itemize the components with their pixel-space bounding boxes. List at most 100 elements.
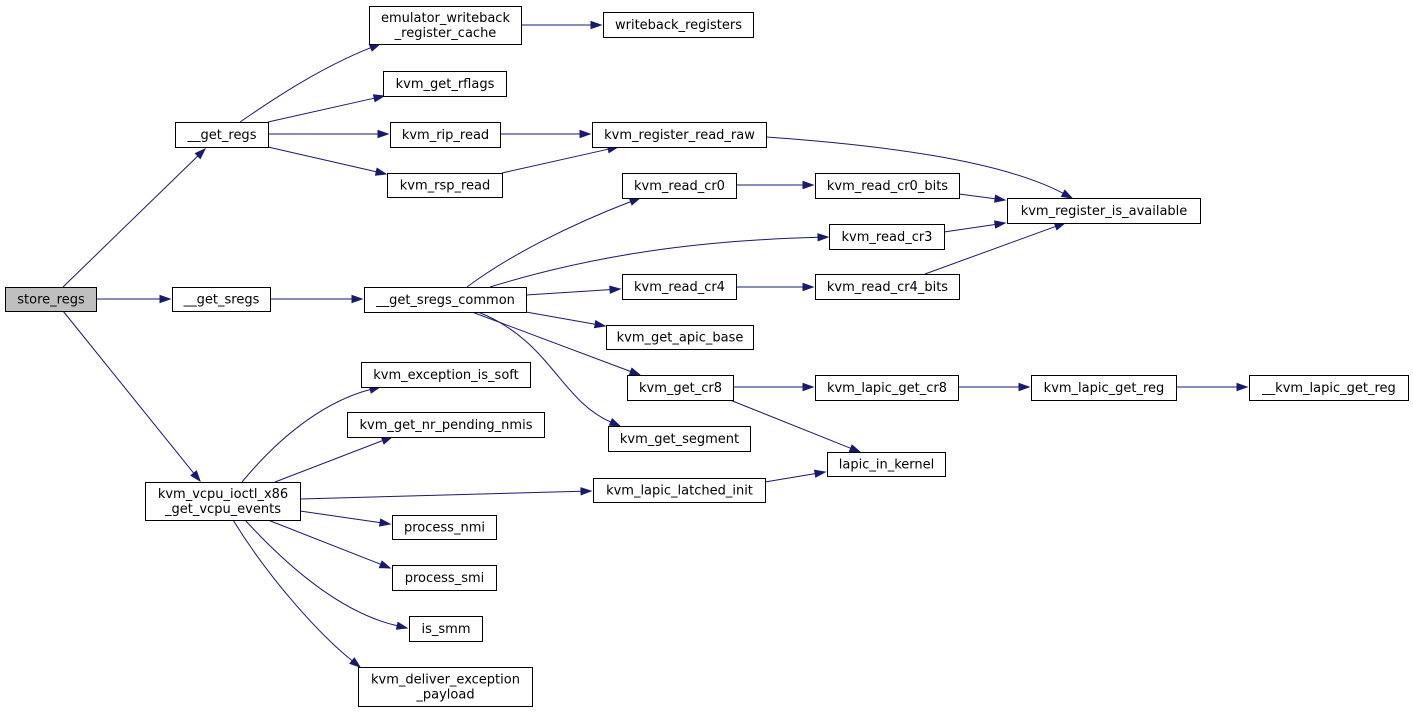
node-box[interactable] <box>829 224 945 250</box>
node-emulator-writeback-register-cache[interactable]: emulator_writeback_register_cache <box>369 6 522 45</box>
node-box[interactable] <box>5 287 97 312</box>
node-box[interactable] <box>603 12 754 38</box>
node-kvm-vcpu-ioctl-x86-get-vcpu-events[interactable]: kvm_vcpu_ioctl_x86_get_vcpu_events <box>145 482 301 521</box>
node-lapic-in-kernel[interactable]: lapic_in_kernel <box>827 452 946 477</box>
edge-arrowhead <box>817 233 830 242</box>
node-kvm-register-is-available[interactable]: kvm_register_is_available <box>1007 198 1201 224</box>
node-box[interactable] <box>608 426 751 452</box>
node-box[interactable] <box>347 412 545 438</box>
edge-line <box>267 519 381 565</box>
edge-line <box>274 440 383 483</box>
node-get-sregs[interactable]: __get_sregs <box>172 287 271 312</box>
node-box[interactable] <box>827 452 946 477</box>
node-label: lapic_in_kernel <box>839 458 934 473</box>
edge-arrowhead <box>813 469 827 478</box>
node-box[interactable] <box>358 667 533 707</box>
edge-arrowhead <box>802 282 815 292</box>
node-box[interactable] <box>606 325 754 350</box>
node-box[interactable] <box>622 173 737 199</box>
node-kvm-read-cr3[interactable]: kvm_read_cr3 <box>829 224 945 250</box>
edge-kvm_rsp_read-to-kvm_register_read_raw <box>501 145 620 174</box>
edge-arrowhead <box>579 129 592 139</box>
node-box[interactable] <box>593 478 766 503</box>
node-box[interactable] <box>383 71 507 97</box>
node-kvm-register-read-raw[interactable]: kvm_register_read_raw <box>592 122 767 148</box>
node-kvm-get-nr-pending-nmis[interactable]: kvm_get_nr_pending_nmis <box>347 412 545 438</box>
edge-kvm_vcpu_ioctl_x86_get_vcpu_events-to-is_smm <box>244 519 409 630</box>
node-box[interactable] <box>592 122 767 148</box>
node-box[interactable] <box>392 515 497 540</box>
node-box[interactable] <box>815 274 960 300</box>
node-box[interactable] <box>627 375 734 401</box>
edge-arrowhead <box>194 147 207 160</box>
node-box[interactable] <box>387 173 503 198</box>
node-kvm-read-cr0[interactable]: kvm_read_cr0 <box>622 173 737 199</box>
node-label: kvm_lapic_get_cr8 <box>827 381 947 396</box>
node-box[interactable] <box>1249 375 1409 401</box>
edge-line <box>244 519 398 627</box>
node-kvm-read-cr0-bits[interactable]: kvm_read_cr0_bits <box>815 173 960 199</box>
node-box[interactable] <box>815 375 959 401</box>
node-kvm-rsp-read[interactable]: kvm_rsp_read <box>387 173 503 198</box>
node-kvm-lapic-get-cr8[interactable]: kvm_lapic_get_cr8 <box>815 375 959 401</box>
node-process-smi[interactable]: process_smi <box>392 565 497 591</box>
node-kvm-lapic-get-reg[interactable]: kvm_lapic_get_reg <box>1031 375 1177 401</box>
edge-kvm_lapic_latched_init-to-lapic_in_kernel <box>764 469 827 483</box>
node-box[interactable] <box>390 122 501 148</box>
edge-line <box>267 97 375 123</box>
edge-arrowhead <box>1018 382 1031 392</box>
edge-line <box>299 490 582 500</box>
edge-arrowhead <box>994 194 1007 203</box>
node-kvm-rip-read[interactable]: kvm_rip_read <box>390 122 501 148</box>
edge-arrowhead <box>590 20 603 30</box>
node-box[interactable] <box>175 122 269 148</box>
node-kvm-read-cr4[interactable]: kvm_read_cr4 <box>622 274 737 300</box>
edge-arrowhead <box>374 167 388 176</box>
node-box[interactable] <box>364 287 527 313</box>
node-get-regs[interactable]: __get_regs <box>175 122 269 148</box>
node-box[interactable] <box>815 173 960 199</box>
node-store-regs[interactable]: store_regs <box>5 287 97 312</box>
node-label: kvm_get_rflags <box>396 77 495 92</box>
edge-arrowhead <box>378 560 392 569</box>
edge-arrowhead <box>609 285 622 294</box>
edges-layer <box>62 20 1249 668</box>
edge-line <box>62 155 199 288</box>
node-kvm-lapic-latched-init[interactable]: kvm_lapic_latched_init <box>593 478 766 503</box>
node-kvm-get-cr8[interactable]: kvm_get_cr8 <box>627 375 734 401</box>
node-label: kvm_get_nr_pending_nmis <box>360 418 533 433</box>
edge-arrowhead <box>1053 222 1067 231</box>
node-kvm-read-cr4-bits[interactable]: kvm_read_cr4_bits <box>815 274 960 300</box>
node-box[interactable] <box>369 6 522 45</box>
node-box[interactable] <box>1007 198 1201 224</box>
edge-kvm_vcpu_ioctl_x86_get_vcpu_events-to-kvm_lapic_latched_init <box>299 487 593 500</box>
node-label: process_nmi <box>404 521 485 536</box>
edge-arrowhead <box>351 294 364 304</box>
node-is-smm[interactable]: is_smm <box>409 616 483 642</box>
edge-kvm_lapic_get_cr8-to-kvm_lapic_get_reg <box>958 382 1031 392</box>
node-box[interactable] <box>172 287 271 312</box>
edge-arrowhead <box>395 621 409 630</box>
node-kvm-exception-is-soft[interactable]: kvm_exception_is_soft <box>361 362 531 388</box>
node-box[interactable] <box>1031 375 1177 401</box>
node-process-nmi[interactable]: process_nmi <box>392 515 497 540</box>
node-kvm-get-apic-base[interactable]: kvm_get_apic_base <box>606 325 754 350</box>
node-box[interactable] <box>409 616 483 642</box>
node-box[interactable] <box>622 274 737 300</box>
node-get-sregs-common[interactable]: __get_sregs_common <box>364 287 527 313</box>
node-kvm-lapic-get-reg[interactable]: __kvm_lapic_get_reg <box>1249 375 1409 401</box>
node-kvm-get-segment[interactable]: kvm_get_segment <box>608 426 751 452</box>
edge-line <box>924 225 1056 275</box>
edge-__get_sregs_common-to-kvm_get_segment <box>477 311 622 427</box>
edge-__get_regs-to-kvm_rsp_read <box>267 146 388 176</box>
node-kvm-get-rflags[interactable]: kvm_get_rflags <box>383 71 507 97</box>
node-label: kvm_register_read_raw <box>604 128 755 143</box>
edge-__get_sregs_common-to-kvm_read_cr4 <box>525 285 622 296</box>
node-box[interactable] <box>361 362 531 388</box>
node-writeback-registers[interactable]: writeback_registers <box>603 12 754 38</box>
edge-line <box>525 289 611 296</box>
node-kvm-deliver-exception-payload[interactable]: kvm_deliver_exception_payload <box>358 667 533 707</box>
edge-arrowhead <box>848 444 862 453</box>
node-box[interactable] <box>145 482 301 521</box>
node-box[interactable] <box>392 565 497 591</box>
